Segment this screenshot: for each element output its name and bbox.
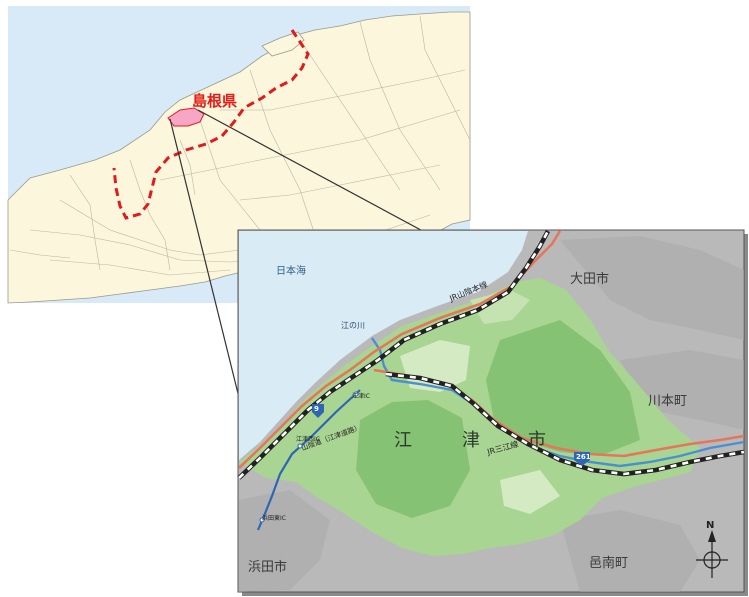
- detail-city-shading: [356, 290, 640, 518]
- connector-line-2: [197, 109, 459, 251]
- interchange-label-gotsu: 江津IC: [352, 393, 370, 400]
- jr-sanin-line: [237, 229, 551, 480]
- route-9-shield: [312, 404, 324, 418]
- jr-sanko-line: [385, 371, 745, 477]
- overview-island: [261, 31, 305, 57]
- gotsu-highlight: [167, 107, 205, 127]
- route-9-number: 9: [314, 405, 319, 413]
- prefecture-label: 島根県: [192, 92, 238, 110]
- neighbor-label-hamada: 浜田市: [248, 560, 288, 575]
- connector-line-1: [169, 118, 251, 443]
- interchange-markers: [259, 391, 359, 523]
- compass-north-label: N: [706, 520, 715, 531]
- detail-sea: [239, 231, 528, 460]
- city-name-char: 市: [528, 430, 546, 451]
- compass-icon: [696, 530, 728, 578]
- city-name-char: 江: [394, 430, 412, 451]
- interchange-label-gotsu-nishi: 江津西IC: [296, 436, 320, 443]
- main-road-north: [238, 230, 562, 469]
- sea-label: 日本海: [276, 266, 306, 277]
- river-label: 江の川: [341, 321, 365, 330]
- neighbor-label-ota: 大田市: [570, 272, 610, 287]
- interchange-label-hamada-higashi: 浜田東IC: [262, 515, 286, 522]
- route-261-number: 261: [576, 453, 591, 461]
- city-name-char: 津: [462, 430, 480, 451]
- route-261-shield: [574, 452, 590, 466]
- neighbor-label-kawamoto: 川本町: [648, 394, 688, 409]
- overview-municipal-borders: [9, 15, 471, 276]
- neighbor-label-ohnan: 邑南町: [589, 556, 629, 571]
- expressway: [256, 389, 361, 531]
